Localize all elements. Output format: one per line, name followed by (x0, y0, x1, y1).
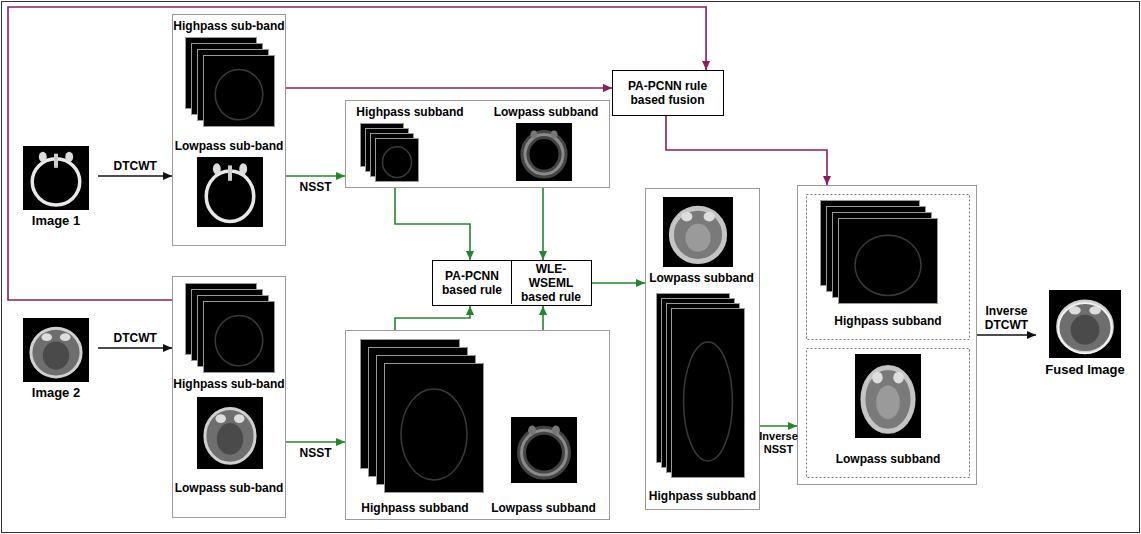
flow-arrow (760, 425, 797, 427)
mri-scan (23, 318, 89, 382)
source-image: Image 2 (14, 318, 98, 404)
flow-arrow (592, 282, 645, 284)
edge-label: DTCWT (114, 331, 157, 345)
flow-arrow (542, 306, 544, 330)
lowpass-image (511, 417, 577, 483)
group-label: Lowpass sub-band (173, 481, 285, 495)
group-label: Lowpass subband (486, 105, 606, 119)
image-caption: Image 1 (14, 213, 98, 228)
subband-group: Highpass subband Lowpass subband (345, 100, 610, 188)
flow-arrow (395, 188, 470, 260)
edge-label: DTCWT (114, 159, 157, 173)
image-caption: Image 2 (14, 385, 98, 400)
lowpass-image (855, 354, 921, 438)
subband-group: Lowpass subbandHighpass subband (645, 188, 760, 510)
flow-arrow (98, 347, 172, 349)
group-label: Lowpass subband (806, 452, 970, 466)
fusion-rule-box: PA-PCNN rule based fusion (612, 70, 724, 116)
subband-group: Highpass subbandLowpass subband (345, 330, 610, 520)
group-label: Highpass subband (350, 105, 470, 119)
flow-arrow (666, 116, 827, 185)
lowpass-image (663, 197, 733, 267)
rule-text: PA-PCNN based rule (433, 261, 511, 304)
edge-label: NSST (300, 446, 332, 460)
lowpass-image (516, 123, 572, 181)
rule-box: PA-PCNN based ruleWLE-WSEML based rule (432, 260, 592, 306)
ct-scan (23, 146, 89, 210)
fused-image: Fused Image (1036, 290, 1134, 382)
highpass-stack (360, 123, 419, 182)
flow-arrow (395, 306, 470, 330)
edge-label: NSST (300, 180, 332, 194)
group-label: Highpass sub-band (173, 377, 285, 391)
group-label: Lowpass subband (648, 271, 755, 285)
flow-arrow (8, 7, 706, 300)
lowpass-image (197, 397, 263, 469)
group-label: Highpass sub-band (173, 19, 285, 33)
flow-arrow (977, 334, 1036, 336)
subband-group: Highpass subbandLowpass subband (797, 185, 977, 485)
highpass-stack (185, 37, 275, 127)
group-label: Highpass subband (350, 501, 480, 515)
group-label: Lowpass sub-band (173, 139, 285, 153)
fused-scan (1049, 290, 1121, 358)
rule-text: PA-PCNN rule based fusion (613, 71, 722, 114)
flow-arrow (542, 188, 544, 260)
flow-arrow (98, 175, 172, 177)
highpass-stack (360, 339, 484, 493)
highpass-stack (185, 283, 275, 373)
source-image: Image 1 (14, 146, 98, 232)
flow-arrow (286, 87, 612, 89)
edge-label: Inverse DTCWT (979, 304, 1035, 332)
flow-arrow (286, 175, 345, 177)
flow-arrow (286, 441, 345, 443)
highpass-stack (656, 293, 745, 478)
image-caption: Fused Image (1036, 362, 1134, 377)
highpass-stack (820, 200, 938, 304)
lowpass-image (197, 157, 263, 227)
rule-text: WLE-WSEML based rule (511, 261, 590, 304)
edge-label: Inverse NSST (756, 430, 802, 456)
subband-group: Highpass sub-bandLowpass sub-band (172, 14, 286, 246)
group-label: Highpass subband (648, 489, 757, 503)
group-label: Lowpass subband (481, 501, 606, 515)
subband-group: Highpass sub-bandLowpass sub-band (172, 276, 286, 518)
group-label: Highpass subband (806, 314, 970, 328)
